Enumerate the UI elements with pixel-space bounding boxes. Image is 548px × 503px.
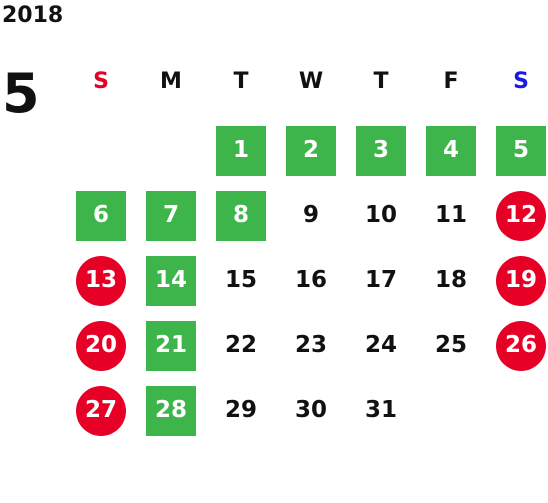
day-21: 21 xyxy=(146,320,196,371)
month-label: 5 xyxy=(2,62,40,125)
day-cell[interactable]: 21 xyxy=(136,313,206,378)
day-cell[interactable]: 28 xyxy=(136,378,206,443)
weekday-0: S xyxy=(93,69,109,94)
day-27: 27 xyxy=(76,385,126,436)
day-12: 12 xyxy=(496,190,546,241)
blank-cell xyxy=(66,118,136,183)
day-6: 6 xyxy=(76,190,126,241)
day-cell[interactable]: 13 xyxy=(66,248,136,313)
day-cell[interactable]: 12 xyxy=(486,183,548,248)
day-cell[interactable]: 8 xyxy=(206,183,276,248)
day-cell[interactable]: 23 xyxy=(276,313,346,378)
day-cell[interactable]: 3 xyxy=(346,118,416,183)
day-cell[interactable]: 17 xyxy=(346,248,416,313)
weekday-3: W xyxy=(298,69,324,94)
day-1: 1 xyxy=(216,125,266,176)
blank-cell xyxy=(136,118,206,183)
day-cell[interactable]: 11 xyxy=(416,183,486,248)
day-cell[interactable]: 2 xyxy=(276,118,346,183)
day-29: 29 xyxy=(224,397,257,423)
day-cell[interactable]: 16 xyxy=(276,248,346,313)
day-4: 4 xyxy=(426,125,476,176)
day-cell[interactable]: 1 xyxy=(206,118,276,183)
day-2: 2 xyxy=(286,125,336,176)
day-5: 5 xyxy=(496,125,546,176)
day-16: 16 xyxy=(294,267,327,293)
day-10: 10 xyxy=(364,202,397,228)
day-cell[interactable]: 24 xyxy=(346,313,416,378)
weekday-2: T xyxy=(233,69,249,94)
day-cell[interactable]: 20 xyxy=(66,313,136,378)
day-15: 15 xyxy=(224,267,257,293)
year-label: 2018 xyxy=(2,3,64,28)
day-13: 13 xyxy=(76,255,126,306)
day-22: 22 xyxy=(224,332,257,358)
day-18: 18 xyxy=(434,267,467,293)
day-3: 3 xyxy=(356,125,406,176)
weekday-1: M xyxy=(160,69,182,94)
day-19: 19 xyxy=(496,255,546,306)
day-cell[interactable]: 5 xyxy=(486,118,548,183)
day-cell[interactable]: 6 xyxy=(66,183,136,248)
day-30: 30 xyxy=(294,397,327,423)
weekday-4: T xyxy=(373,69,389,94)
day-20: 20 xyxy=(76,320,126,371)
day-8: 8 xyxy=(216,190,266,241)
day-14: 14 xyxy=(146,255,196,306)
weekday-6: S xyxy=(513,69,529,94)
day-cell[interactable]: 26 xyxy=(486,313,548,378)
day-17: 17 xyxy=(364,267,397,293)
day-cell[interactable]: 4 xyxy=(416,118,486,183)
day-11: 11 xyxy=(434,202,467,228)
day-cell[interactable]: 25 xyxy=(416,313,486,378)
day-24: 24 xyxy=(364,332,397,358)
day-cell[interactable]: 22 xyxy=(206,313,276,378)
day-cell[interactable]: 27 xyxy=(66,378,136,443)
weekday-5: F xyxy=(443,69,459,94)
day-cell[interactable]: 9 xyxy=(276,183,346,248)
day-cell[interactable]: 14 xyxy=(136,248,206,313)
day-28: 28 xyxy=(146,385,196,436)
day-cell[interactable]: 19 xyxy=(486,248,548,313)
day-7: 7 xyxy=(146,190,196,241)
day-cell[interactable]: 10 xyxy=(346,183,416,248)
day-cell[interactable]: 31 xyxy=(346,378,416,443)
day-25: 25 xyxy=(434,332,467,358)
day-cell[interactable]: 30 xyxy=(276,378,346,443)
day-23: 23 xyxy=(294,332,327,358)
day-31: 31 xyxy=(364,397,397,423)
day-cell[interactable]: 7 xyxy=(136,183,206,248)
day-cell[interactable]: 29 xyxy=(206,378,276,443)
day-26: 26 xyxy=(496,320,546,371)
day-9: 9 xyxy=(302,202,319,228)
day-cell[interactable]: 15 xyxy=(206,248,276,313)
day-cell[interactable]: 18 xyxy=(416,248,486,313)
